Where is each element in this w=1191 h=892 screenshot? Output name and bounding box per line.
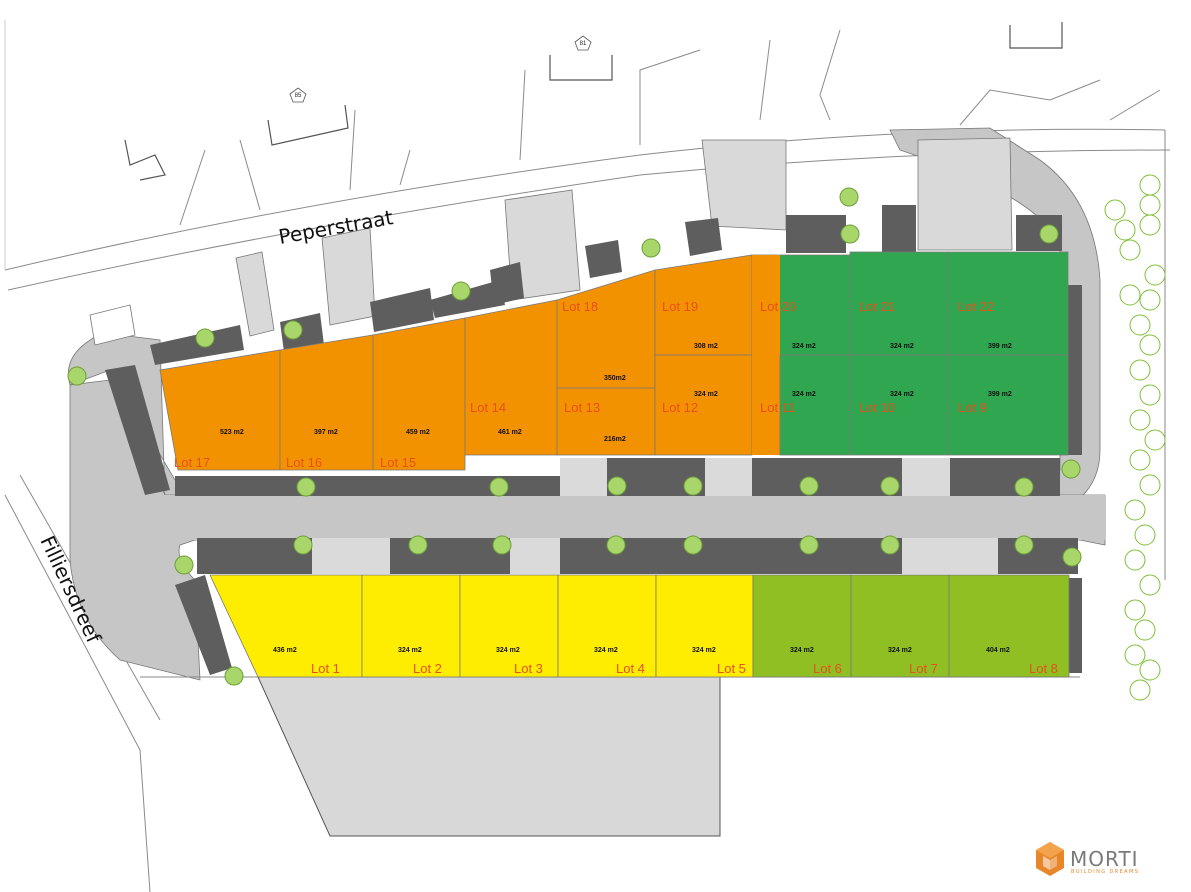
label-lot-20: Lot 20 (760, 299, 796, 314)
label-lot-9: Lot 9 (958, 400, 987, 415)
existing-houses (124, 22, 1063, 181)
lot-17[interactable] (159, 349, 281, 471)
area-lot-19: 308 m2 (694, 343, 718, 350)
lot-7[interactable] (850, 574, 950, 678)
label-lot-14: Lot 14 (470, 400, 506, 415)
label-lot-2: Lot 2 (413, 661, 442, 676)
area-lot-2: 324 m2 (398, 647, 422, 654)
road-south-parking (175, 538, 1082, 675)
road-north-parking (175, 458, 1060, 496)
lot-12[interactable] (654, 354, 753, 456)
lots (159, 251, 1070, 678)
road-north-paving (560, 458, 950, 496)
east-tree-row (1104, 174, 1166, 701)
label-lot-6: Lot 6 (813, 661, 842, 676)
lot-16[interactable] (279, 334, 374, 471)
area-lot-3: 324 m2 (496, 647, 520, 654)
area-labels: 436 m2 324 m2 324 m2 324 m2 324 m2 324 m… (220, 343, 1012, 654)
lot-13[interactable] (556, 387, 656, 456)
lot-10[interactable] (849, 354, 949, 456)
lot-8[interactable] (948, 574, 1070, 678)
label-lot-19: Lot 19 (662, 299, 698, 314)
lot-22[interactable] (947, 251, 1069, 356)
label-lot-5: Lot 5 (717, 661, 746, 676)
label-lot-11: Lot 11 (760, 400, 795, 415)
area-lot-6: 324 m2 (790, 647, 814, 654)
label-lot-8: Lot 8 (1029, 661, 1058, 676)
lot-20-orange-part (752, 255, 780, 455)
house-number-85: 85 (289, 87, 307, 103)
label-lot-18: Lot 18 (562, 299, 598, 314)
lot-labels: Lot 1 Lot 2 Lot 3 Lot 4 Lot 5 Lot 6 Lot … (174, 299, 1058, 676)
lot-9[interactable] (947, 354, 1069, 456)
label-lot-4: Lot 4 (616, 661, 645, 676)
lot-3[interactable] (459, 574, 559, 678)
label-lot-10: Lot 10 (859, 400, 895, 415)
lot-15[interactable] (372, 317, 466, 471)
area-lot-11: 324 m2 (792, 391, 816, 398)
label-lot-22: Lot 22 (958, 299, 994, 314)
area-lot-7: 324 m2 (888, 647, 912, 654)
area-lot-10: 324 m2 (890, 391, 914, 398)
area-lot-1: 436 m2 (273, 647, 297, 654)
lot-5[interactable] (655, 574, 754, 678)
area-lot-16: 397 m2 (314, 429, 338, 436)
lot-6[interactable] (752, 574, 852, 678)
area-lot-9: 399 m2 (988, 391, 1012, 398)
area-lot-17: 523 m2 (220, 429, 244, 436)
label-lot-15: Lot 15 (380, 455, 416, 470)
area-lot-4: 324 m2 (594, 647, 618, 654)
area-lot-8: 404 m2 (986, 647, 1010, 654)
house-number-81: 81 (574, 35, 592, 51)
area-lot-15: 459 m2 (406, 429, 430, 436)
road-south-paving (312, 538, 998, 574)
label-lot-3: Lot 3 (514, 661, 543, 676)
area-lot-12: 324 m2 (694, 391, 718, 398)
area-lot-13: 216m2 (604, 436, 626, 443)
area-lot-21: 324 m2 (890, 343, 914, 350)
north-driveways (89, 137, 1013, 346)
svg-text:85: 85 (295, 93, 302, 99)
south-parcel (257, 676, 721, 837)
logo-tagline: BUILDING DREAMS (1071, 869, 1139, 875)
area-lot-18: 350m2 (604, 375, 626, 382)
trees (67, 187, 1082, 686)
label-lot-7: Lot 7 (909, 661, 938, 676)
label-lot-1: Lot 1 (311, 661, 340, 676)
svg-text:81: 81 (580, 41, 587, 47)
morti-logo: MORTI BUILDING DREAMS (1036, 842, 1139, 876)
label-lot-12: Lot 12 (662, 400, 698, 415)
label-lot-21: Lot 21 (859, 299, 895, 314)
area-lot-5: 324 m2 (692, 647, 716, 654)
area-lot-14: 461 m2 (498, 429, 522, 436)
label-lot-13: Lot 13 (564, 400, 600, 415)
morti-cube-icon (1036, 842, 1064, 876)
north-parking (105, 205, 1082, 495)
label-lot-16: Lot 16 (286, 455, 322, 470)
area-lot-22: 399 m2 (988, 343, 1012, 350)
area-lot-20: 324 m2 (792, 343, 816, 350)
lot-2[interactable] (361, 574, 461, 678)
logo-name: MORTI (1070, 847, 1139, 871)
label-lot-17: Lot 17 (174, 455, 210, 470)
lot-21[interactable] (849, 251, 949, 356)
